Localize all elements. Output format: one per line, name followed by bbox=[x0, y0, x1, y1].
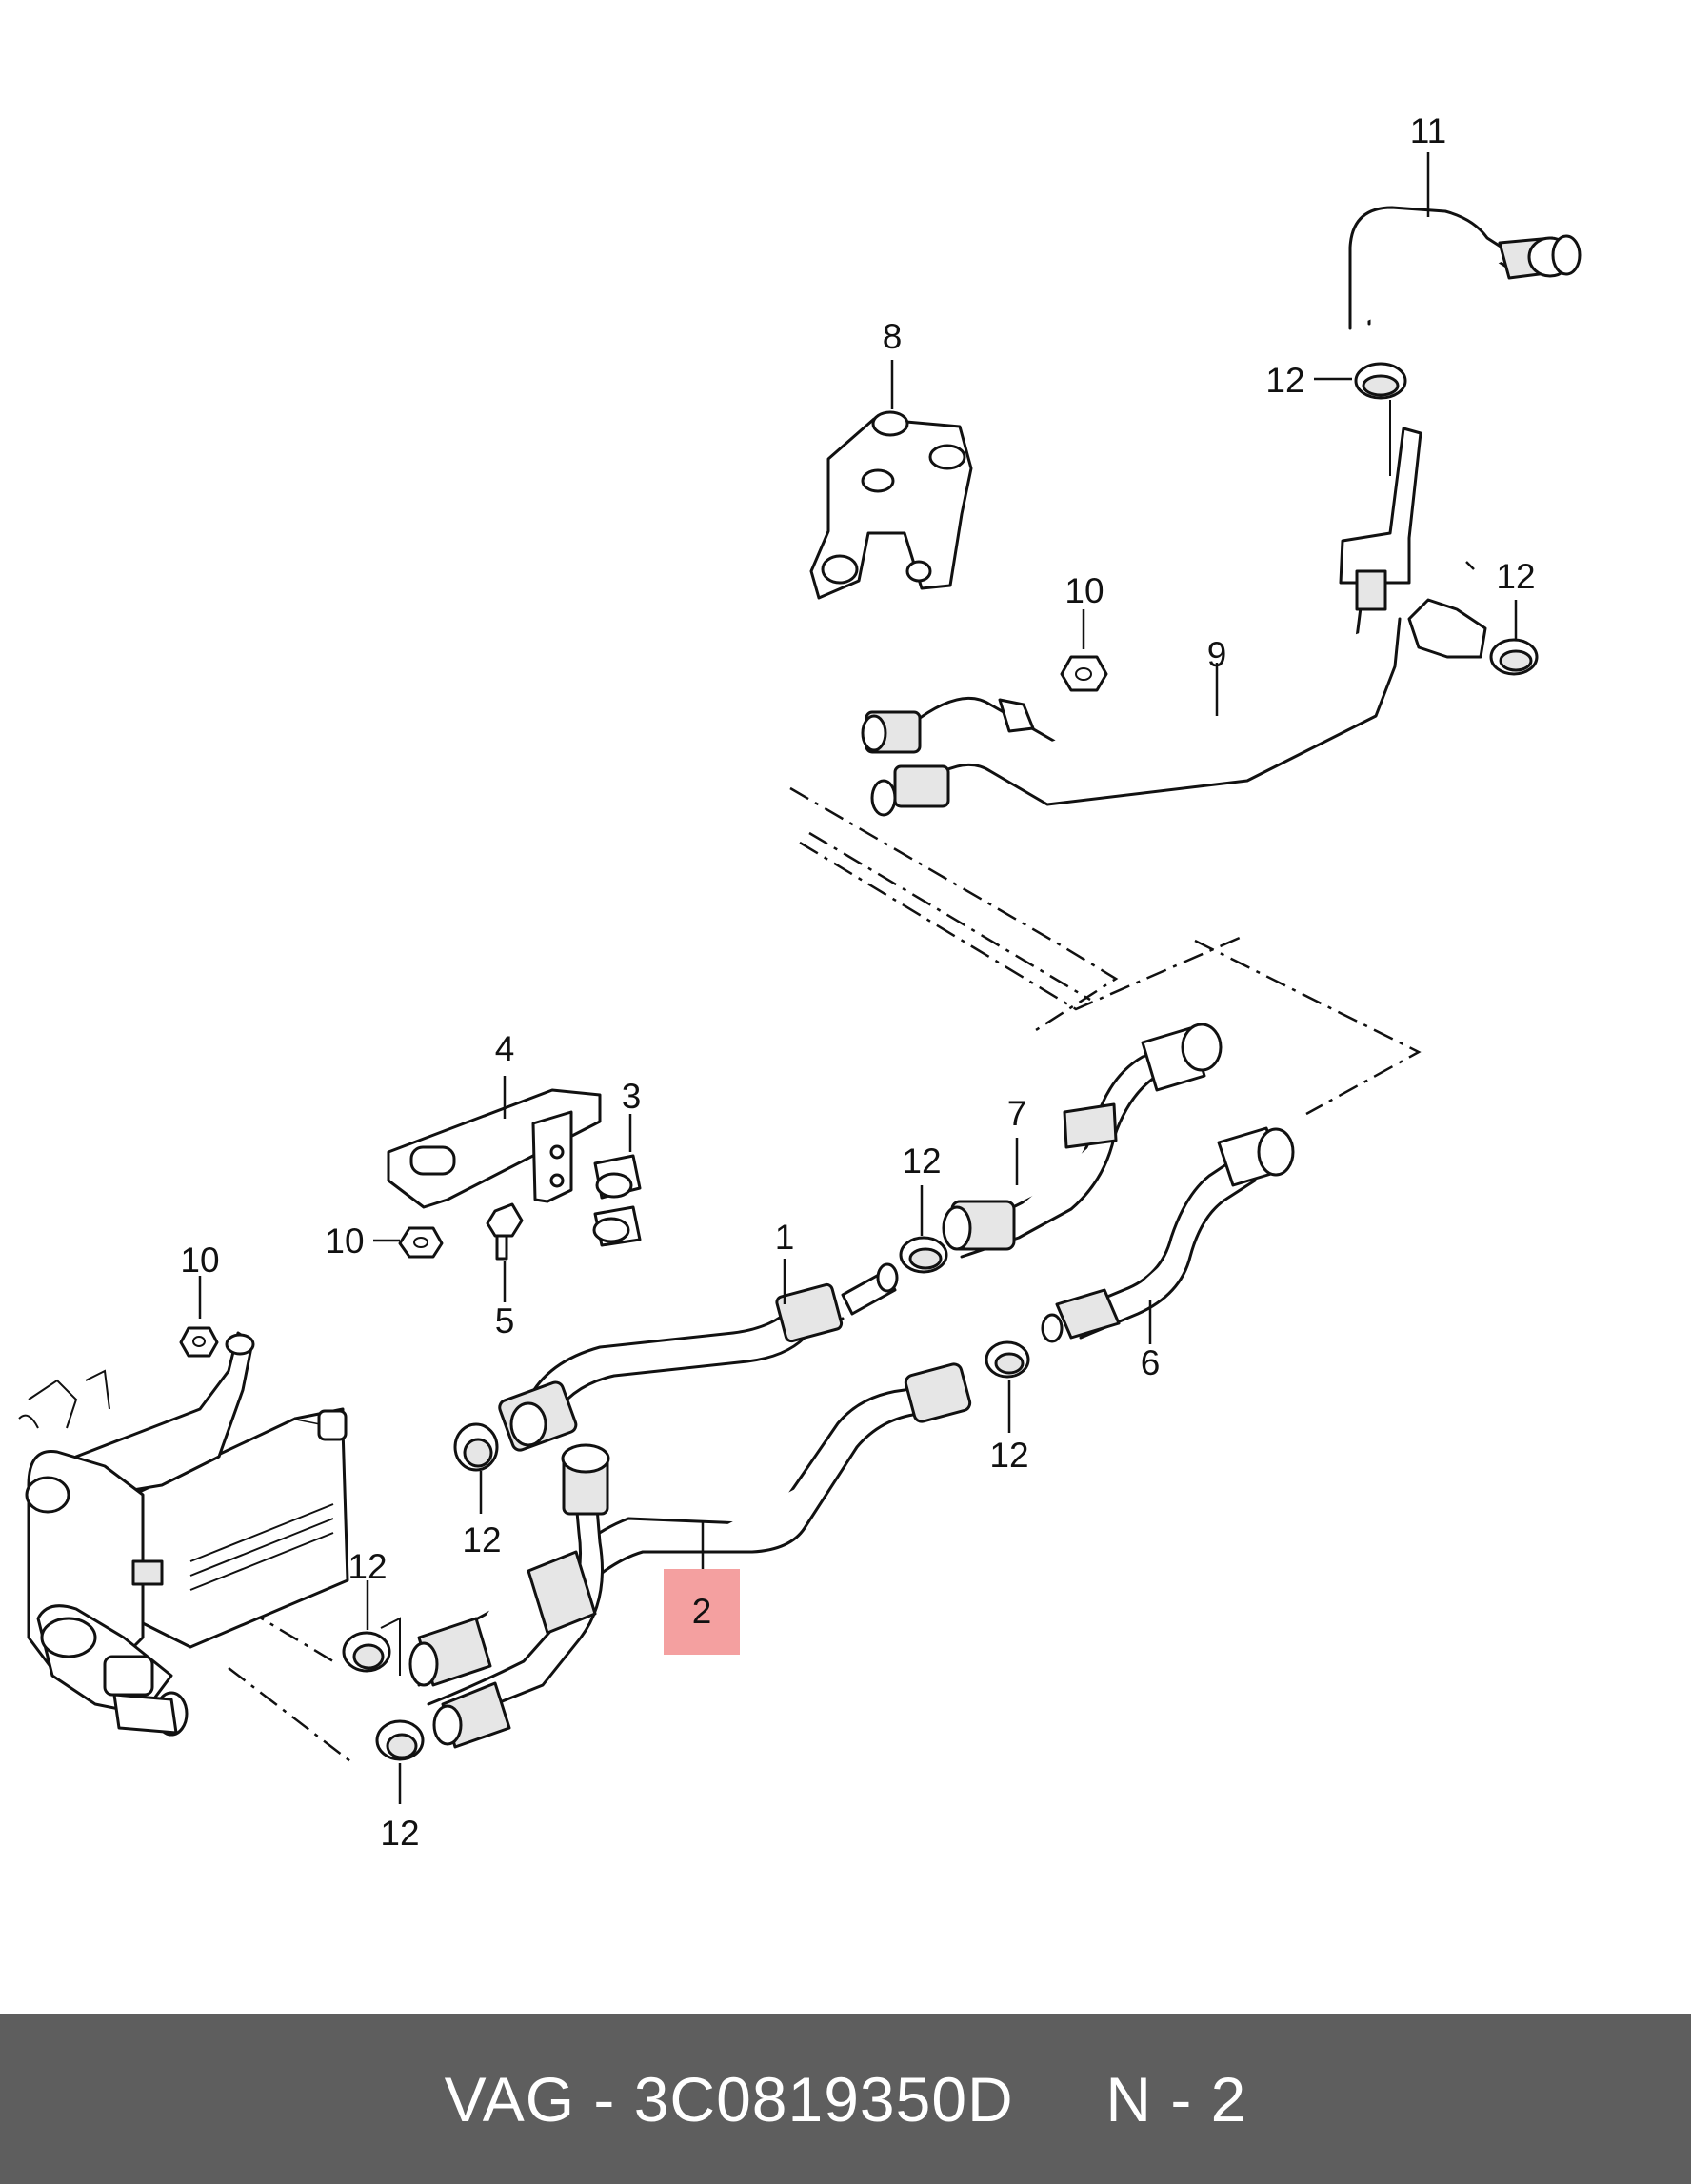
part-5-bolt bbox=[486, 1202, 524, 1302]
highlight-box-2 bbox=[664, 1569, 740, 1655]
callout-1: 1 bbox=[775, 1218, 795, 1257]
part-8-bracket bbox=[809, 360, 973, 600]
callout-3: 3 bbox=[622, 1077, 642, 1116]
callout-12-g: 12 bbox=[380, 1814, 419, 1853]
callout-4: 4 bbox=[495, 1029, 515, 1068]
heater-assembly bbox=[18, 1331, 349, 1737]
part-12-clamp-right bbox=[1489, 600, 1539, 676]
callout-12-b: 12 bbox=[1496, 557, 1535, 596]
part-6-hose bbox=[1041, 1126, 1295, 1344]
part-4-bracket bbox=[387, 1076, 602, 1209]
part-2-hose bbox=[408, 1362, 972, 1749]
callout-9: 9 bbox=[1207, 635, 1227, 674]
part-number-label: VAG - 3C0819350D N - 2 bbox=[444, 2063, 1247, 2134]
part-10-nut-left bbox=[179, 1276, 219, 1358]
callout-2: 2 bbox=[692, 1592, 712, 1631]
callout-10-c: 10 bbox=[180, 1241, 219, 1280]
callout-12-f: 12 bbox=[348, 1547, 387, 1586]
part-12-clamp-mid bbox=[899, 1185, 948, 1274]
reference-lines bbox=[228, 561, 1475, 1762]
part-9-hoses bbox=[861, 427, 1487, 817]
callout-12-a: 12 bbox=[1265, 361, 1304, 400]
callout-12-e: 12 bbox=[462, 1520, 501, 1559]
part-12-clamp-top bbox=[1314, 362, 1407, 476]
part-12-clamp-left bbox=[453, 1422, 499, 1514]
footer-bar: VAG - 3C0819350D N - 2 bbox=[0, 2014, 1691, 2184]
callout-8: 8 bbox=[883, 317, 903, 356]
callout-12-c: 12 bbox=[902, 1142, 941, 1181]
part-7-hose bbox=[942, 1023, 1223, 1259]
part-10-nut-top bbox=[1060, 609, 1108, 692]
callout-10-a: 10 bbox=[1064, 571, 1104, 610]
callout-12-d: 12 bbox=[989, 1436, 1028, 1475]
callout-11: 11 bbox=[1410, 111, 1446, 150]
callout-6: 6 bbox=[1141, 1343, 1161, 1382]
part-12-clamp-lower bbox=[985, 1340, 1030, 1433]
part-1-hose bbox=[498, 1259, 899, 1452]
parts-diagram: 11 12 8 10 12 9 4 3 7 12 1 10 10 5 6 12 … bbox=[18, 111, 1582, 1853]
part-11-hose bbox=[1348, 152, 1582, 330]
callout-labels: 11 12 8 10 12 9 4 3 7 12 1 10 10 5 6 12 … bbox=[180, 111, 1535, 1853]
callout-5: 5 bbox=[495, 1301, 515, 1340]
part-10-nut-mid bbox=[373, 1226, 444, 1259]
part-12-clamp-bottom-b bbox=[375, 1719, 425, 1804]
part-3-clip bbox=[592, 1114, 642, 1247]
callout-10-b: 10 bbox=[325, 1221, 364, 1261]
part-12-clamp-bottom-a bbox=[342, 1580, 401, 1676]
callout-7: 7 bbox=[1007, 1094, 1027, 1133]
